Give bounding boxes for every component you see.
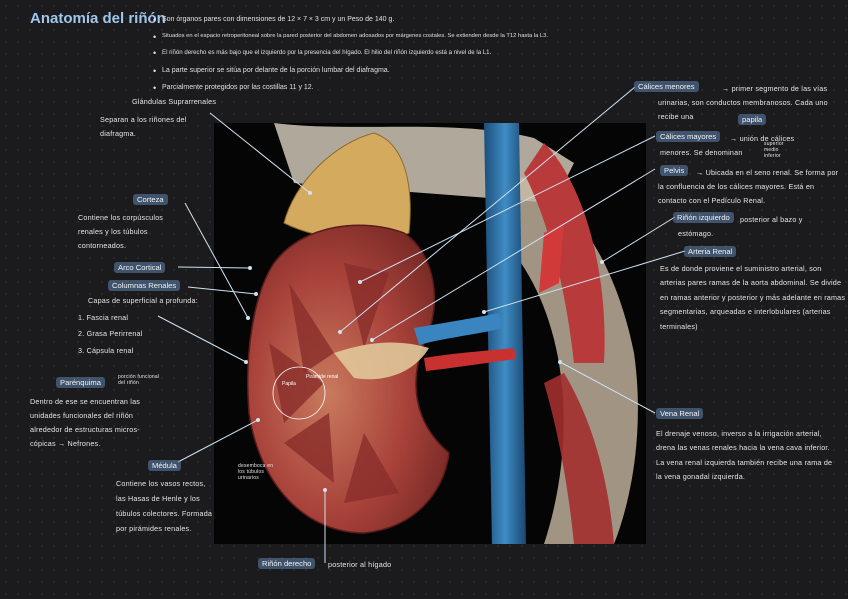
- calices-mayores-note: superior medio inferior: [764, 141, 794, 159]
- page-title: Anatomía del riñón: [30, 10, 166, 27]
- capa-3: 3. Cápsula renal: [78, 346, 134, 356]
- label-medula: Médula: [148, 460, 181, 471]
- glandulas-desc: Separan a los riñones del diafragma.: [100, 113, 210, 140]
- rinon-der-desc: posterior al hígado: [328, 560, 391, 570]
- parenquima-desc: Dentro de ese se encuentran las unidades…: [30, 395, 165, 451]
- calices-mayores-desc: → unión de cálices menores. Se denominan: [660, 132, 825, 160]
- figure-label-piramide: Pirámide renal: [306, 374, 338, 380]
- capas-title: Capas de superficial a profunda:: [88, 296, 198, 306]
- bullet-5: Parcialmente protegidos por las costilla…: [162, 84, 314, 91]
- label-parenquima: Parénquima: [56, 377, 105, 388]
- label-corteza: Corteza: [133, 194, 168, 205]
- bullet-4: La parte superior se sitúa por delante d…: [162, 67, 390, 74]
- bullet-3: El riñón derecho es más bajo que el izqu…: [162, 49, 491, 56]
- figure-label-desemboca: desemboca en los túbulos urinarios: [238, 463, 280, 481]
- rinon-izq-desc: posterior al bazo y estómago.: [678, 213, 808, 241]
- pelvis-desc: → Ubicada en el seno renal. Se forma por…: [658, 166, 843, 208]
- capa-1: 1. Fascia renal: [78, 313, 128, 323]
- label-rinon-derecho: Riñón derecho: [258, 558, 315, 569]
- medula-desc: Contiene los vasos rectos, las Hasas de …: [116, 476, 216, 537]
- label-vena-renal: Vena Renal: [656, 408, 703, 419]
- bullet-2: Situados en el espacio retroperitoneal s…: [162, 33, 548, 39]
- label-papila: papila: [738, 114, 766, 125]
- corteza-desc: Contiene los corpúsculos renales y los t…: [78, 211, 178, 253]
- parenquima-note: porción funcional del riñón: [118, 374, 163, 386]
- label-arco-cortical: Arco Cortical: [114, 262, 165, 273]
- label-columnas-renales: Columnas Renales: [108, 280, 180, 291]
- capa-2: 2. Grasa Perirrenal: [78, 329, 143, 339]
- vena-desc: El drenaje venoso, inverso a la irrigaci…: [656, 427, 836, 485]
- bullet-1: Son órganos pares con dimensiones de 12 …: [162, 16, 394, 23]
- label-glandulas: Glándulas Suprarrenales: [132, 97, 216, 107]
- kidney-illustration: Papila Pirámide renal desemboca en los t…: [214, 123, 646, 544]
- label-arteria-renal: Arteria Renal: [684, 246, 736, 257]
- arteria-desc: Es de donde proviene el suministro arter…: [660, 262, 848, 334]
- figure-label-papila: Papila: [282, 381, 296, 387]
